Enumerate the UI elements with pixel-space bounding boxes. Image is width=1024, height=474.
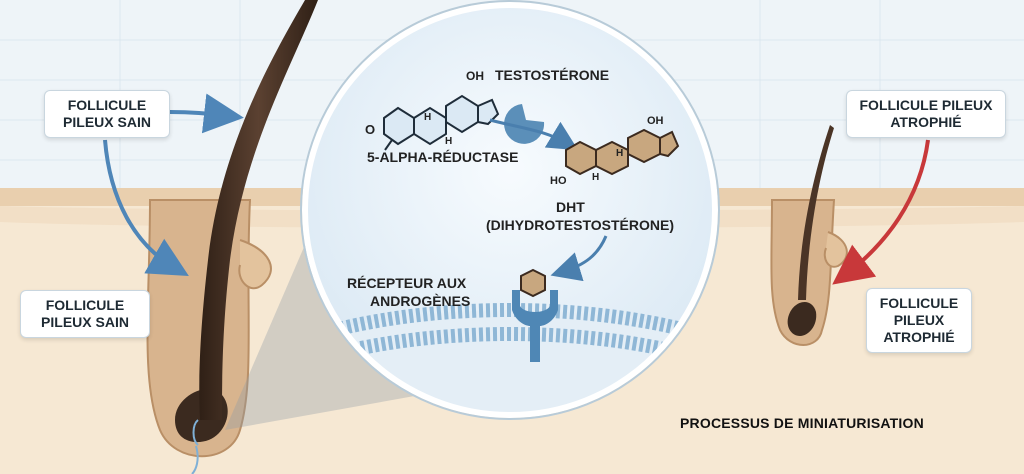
atrophied-follicle-label-top: FOLLICULE PILEUX ATROPHIÉ: [846, 90, 1006, 138]
enzyme-shape: [504, 104, 545, 144]
testosterone-molecule: [383, 94, 500, 151]
ketone-oxygen: O: [365, 122, 375, 137]
healthy-hair-shaft: [199, 0, 318, 420]
dht-molecule: [565, 128, 680, 176]
h-label: H: [592, 172, 599, 183]
dht-fullname: (DIHYDROTESTOSTÉRONE): [486, 217, 674, 233]
dht-ho: HO: [550, 175, 567, 187]
healthy-follicle-label-bottom: FOLLICULE PILEUX SAIN: [20, 290, 150, 338]
testosterone-oh: OH: [466, 69, 484, 83]
receptor-label-line2: ANDROGÈNES: [370, 293, 470, 309]
dht-label: DHT: [556, 199, 585, 215]
enzyme-label: 5-ALPHA-RÉDUCTASE: [367, 149, 518, 165]
diagram-caption: PROCESSUS DE MINIATURISATION: [680, 415, 924, 431]
conversion-arrow: [489, 118, 579, 151]
binding-arrow: [550, 235, 608, 282]
h-label: H: [424, 112, 431, 123]
atrophied-follicle-label-bottom: FOLLICULE PILEUX ATROPHIÉ: [866, 288, 972, 353]
h-label: H: [616, 148, 623, 159]
testosterone-label: TESTOSTÉRONE: [495, 67, 609, 83]
molecular-inset: O OH H H TESTOSTÉRONE 5-ALPHA-RÉDUCTASE …: [300, 0, 720, 420]
h-label: H: [445, 136, 452, 147]
zoom-cone: [225, 210, 420, 430]
atrophied-follicle: [770, 125, 848, 346]
dht-oh: OH: [647, 115, 664, 127]
dht-ligand: [520, 268, 546, 298]
androgen-receptor: [512, 290, 558, 362]
healthy-follicle-label-top: FOLLICULE PILEUX SAIN: [44, 90, 170, 138]
receptor-label-line1: RÉCEPTEUR AUX: [347, 275, 467, 291]
pointer-arrows: [103, 93, 930, 285]
